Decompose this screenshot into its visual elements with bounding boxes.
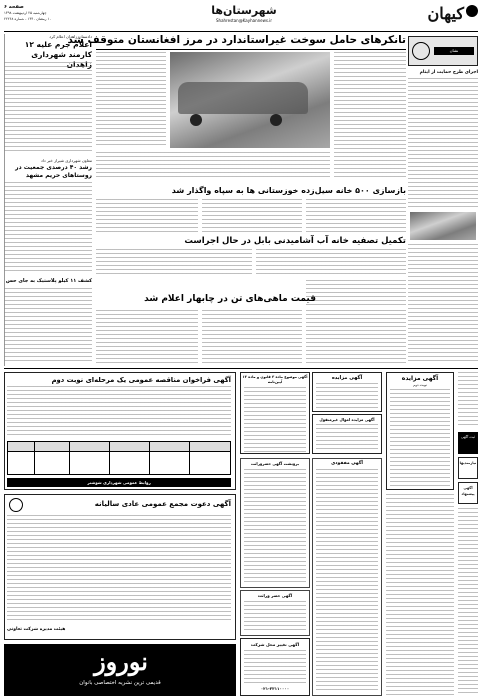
story4-headline: قیمت ماهی‌های تن در چابهار اعلام شد [144, 294, 316, 304]
lead-photo-tanker [170, 52, 330, 148]
assembly-footer: هیئت مدیره شرکت تعاونی [7, 627, 66, 632]
date-line: چهارشنبه ۲۵ اردیبهشت ۱۳۹۸ [4, 11, 47, 15]
ad-col-a: آگهی موضوع ماده ۳ قانون و ماده ۱۳ آیین‌ن… [240, 372, 310, 454]
newspaper-logo: کیهان [420, 2, 478, 28]
assembly-logo-icon [9, 498, 23, 512]
auction3-title: آگهی مزایده اموال غیرمنقول [319, 417, 375, 422]
left-kicker: دادستان زاهدان اعلام کرد [49, 34, 92, 39]
right-headline: اجرای طرح حمایت از ایتام [419, 70, 478, 75]
ad-auction-3: آگهی مزایده اموال غیرمنقول [312, 414, 382, 454]
lead-body-left [96, 52, 166, 148]
masthead: صفحه ۶ چهارشنبه ۲۵ اردیبهشت ۱۳۹۸ ۱۰ رمضا… [4, 2, 478, 32]
story-4: قیمت ماهی‌های تن در چابهار اعلام شد [96, 280, 406, 366]
lead-story: تانکرهای حامل سوخت غیراستاندارد در مرز ا… [67, 34, 406, 184]
right-body-text-2 [408, 244, 478, 364]
ad-col-d: آگهی حصر وراثت [240, 590, 310, 636]
ad-assembly: آگهی دعوت مجمع عمومی عادی سالیانه هیئت م… [4, 494, 236, 640]
right-column: نشان اجرای طرح حمایت از ایتام [408, 36, 478, 366]
logo-text: کیهان [427, 4, 464, 23]
col-c-title: برونشت آگهی حصروراثت [250, 461, 300, 466]
lead-headline: تانکرهای حامل سوخت غیراستاندارد در مرز ا… [67, 34, 406, 46]
story3-headline: تکمیل تصفیه خانه آب آشامیدنی بابل در حال… [184, 236, 406, 246]
tender-footer: روابط عمومی شهرداری شوشتر [7, 478, 231, 487]
story2-headline: بازسازی ۵۰۰ خانه سیل‌زده خوزستانی ها به … [171, 186, 406, 195]
ad-col-b: آگهی مفقودی [312, 458, 382, 696]
story-2: بازسازی ۵۰۰ خانه سیل‌زده خوزستانی ها به … [96, 186, 406, 234]
ad-phone: ۰۲۱-۳۳۱۱۰۰۰۰ [260, 686, 290, 691]
strip-bot: آگهی پیشنهاد [458, 482, 478, 504]
ad-col-c: برونشت آگهی حصروراثت [240, 458, 310, 588]
left-sub1-headline: رشد ۴۰ درصدی جمعیت در روستاهای حریم مشهد [15, 164, 92, 179]
ad-auction-2: آگهی مزایده [312, 372, 382, 412]
ad-tender: آگهی فراخوان مناقصه عمومی یک مرحله‌ای نو… [4, 372, 236, 490]
tanker-wheel-icon [190, 114, 202, 126]
globe-icon [412, 42, 430, 60]
right-body-text [408, 78, 478, 208]
auction1-note: نوبت دوم [413, 383, 427, 387]
lead-body-text [334, 52, 406, 177]
right-logo-box: نشان [408, 36, 478, 66]
ad-body-right [386, 494, 454, 696]
story-3: تکمیل تصفیه خانه آب آشامیدنی بابل در حال… [96, 236, 406, 278]
page-label: صفحه ۶ [4, 4, 24, 10]
lead-photo-caption-text [96, 152, 330, 178]
logo-badge-icon [466, 5, 478, 17]
tender-title: آگهی فراخوان مناقصه عمومی یک مرحله‌ای نو… [51, 376, 231, 384]
strip-mid: نیازمندیها [458, 457, 478, 479]
left-sub2-headline: کشف ۱۱ کیلو پلاستیک به جای حس [5, 278, 92, 284]
issue-line: ۱۰ رمضان ۱۴۴۰ - شماره ۲۲۲۶۸ [4, 17, 52, 21]
assembly-title: آگهی دعوت مجمع عمومی عادی سالیانه [94, 500, 231, 508]
left-sub1-kicker: معاون شهرداری شیراز خبر داد [41, 158, 92, 163]
right-photo [410, 212, 476, 240]
auction2-title: آگهی مزایده [331, 375, 363, 381]
left-column: دادستان زاهدان اعلام کرد اعلام جرم علیه … [4, 34, 92, 366]
ad-nowruz: نوروز قدیمی ترین نشریه اختصاصی بانوان [4, 644, 236, 696]
tanker-wheel-icon [270, 114, 282, 126]
col-d-title: آگهی حصر وراثت [257, 593, 293, 598]
tanker-shape [178, 82, 308, 114]
auction1-title: آگهی مزایده [401, 375, 439, 382]
col-a-title: آگهی موضوع ماده ۳ قانون و ماده ۱۳ آیین‌ن… [242, 375, 308, 384]
col-b-title: آگهی مفقودی [331, 461, 363, 466]
ad-strip: ثبت آگهی نیازمندیها آگهی پیشنهاد [458, 372, 478, 696]
nowruz-subtitle: قدیمی ترین نشریه اختصاصی بانوان [79, 680, 161, 686]
nowruz-title: نوروز [94, 647, 148, 676]
tender-table [7, 441, 231, 475]
ad-change-notice: آگهی تغییر محل شرکت ۰۲۱-۳۳۱۱۰۰۰۰ [240, 638, 310, 696]
ad-auction-1: آگهی مزایده نوبت دوم [386, 372, 454, 490]
right-logo-label: نشان [434, 47, 474, 55]
section-url: Shahrestan@Kayhannews.ir [216, 18, 272, 23]
change-notice-title: آگهی تغییر محل شرکت [250, 642, 300, 647]
section-title: شهرستان‌ها [211, 4, 277, 17]
strip-top: ثبت آگهی [458, 432, 478, 454]
